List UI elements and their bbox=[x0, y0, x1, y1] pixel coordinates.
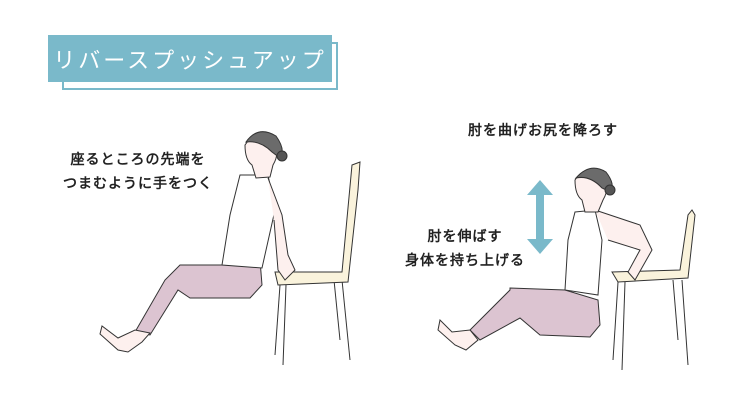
step2-caption-line: 肘を伸ばす bbox=[427, 229, 503, 245]
up-down-arrow-icon bbox=[527, 180, 553, 254]
title-banner: リバースプッシュアップ bbox=[48, 35, 340, 92]
step1-caption-line: 座るところの先端を bbox=[70, 152, 206, 168]
head bbox=[574, 167, 616, 213]
step1-caption-line: つまむように手をつく bbox=[63, 176, 213, 192]
figure-step1-illustration bbox=[99, 131, 361, 366]
head bbox=[244, 131, 288, 179]
foot bbox=[437, 318, 479, 351]
figure-step2-illustration bbox=[437, 167, 696, 370]
torso bbox=[221, 174, 296, 281]
chair bbox=[611, 209, 696, 370]
foot bbox=[99, 325, 151, 353]
leggings bbox=[134, 259, 263, 336]
torso bbox=[564, 209, 653, 296]
step1-caption: 座るところの先端を つまむように手をつく bbox=[48, 148, 228, 196]
step2-caption-top: 肘を曲げお尻を降ろす bbox=[468, 123, 618, 139]
leggings bbox=[469, 287, 601, 341]
title-label: リバースプッシュアップ bbox=[48, 35, 332, 82]
step2-caption: 肘を伸ばす 身体を持ち上げる bbox=[395, 225, 535, 273]
step2-caption-line: 身体を持ち上げる bbox=[405, 253, 525, 269]
